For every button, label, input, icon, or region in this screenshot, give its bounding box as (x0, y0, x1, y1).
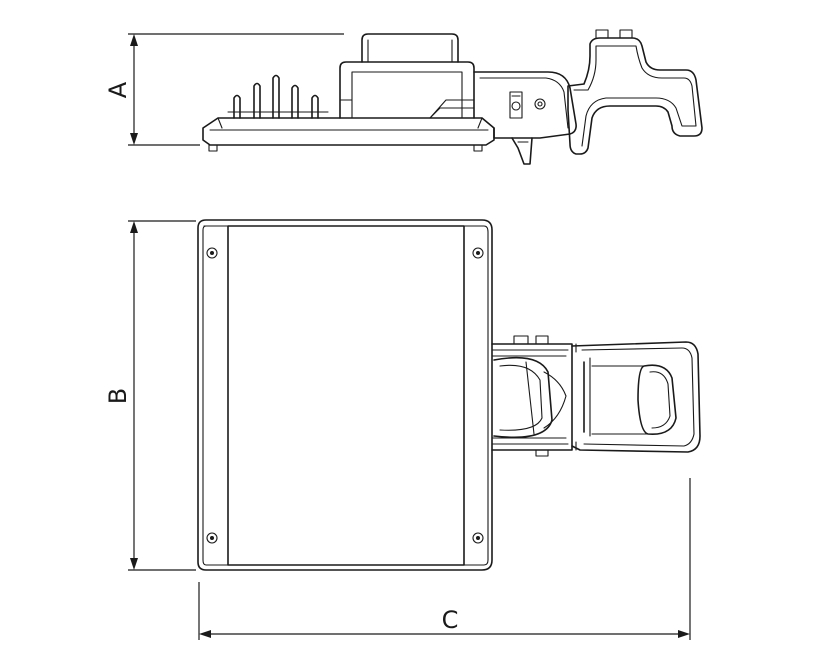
top-corner-screws (206, 247, 484, 544)
top-slip-fitter (491, 335, 573, 457)
side-driver-housing (339, 61, 475, 119)
top-tab-2 (535, 335, 549, 345)
side-base-plate (202, 117, 495, 146)
dimension-b-label: B (104, 388, 132, 404)
top-inner-panel (227, 225, 465, 566)
side-foot-right (473, 144, 483, 152)
side-bottom-tab (511, 137, 533, 165)
side-slip-fitter (473, 71, 577, 139)
side-screw-1 (511, 101, 521, 111)
side-foot-left (208, 144, 218, 152)
side-bracket-tab-2 (619, 29, 633, 39)
side-top-cap (361, 33, 459, 63)
dimension-a-label: A (104, 81, 132, 98)
top-mount-bracket (571, 341, 701, 453)
top-bracket-oval (637, 364, 677, 435)
side-mount-bracket (567, 37, 703, 155)
top-tab-1 (513, 335, 529, 345)
dimension-c-label: C (442, 606, 459, 634)
dimension-b: B (104, 220, 196, 571)
side-view (202, 29, 703, 165)
top-outer-frame (197, 219, 493, 571)
dimension-a: A (104, 33, 344, 146)
dimension-c: C (198, 478, 691, 640)
top-tab-3 (535, 449, 549, 457)
top-view (197, 219, 701, 571)
side-screw-2 (534, 98, 546, 110)
side-bracket-tab-1 (595, 29, 609, 39)
cooling-fins (227, 74, 329, 119)
